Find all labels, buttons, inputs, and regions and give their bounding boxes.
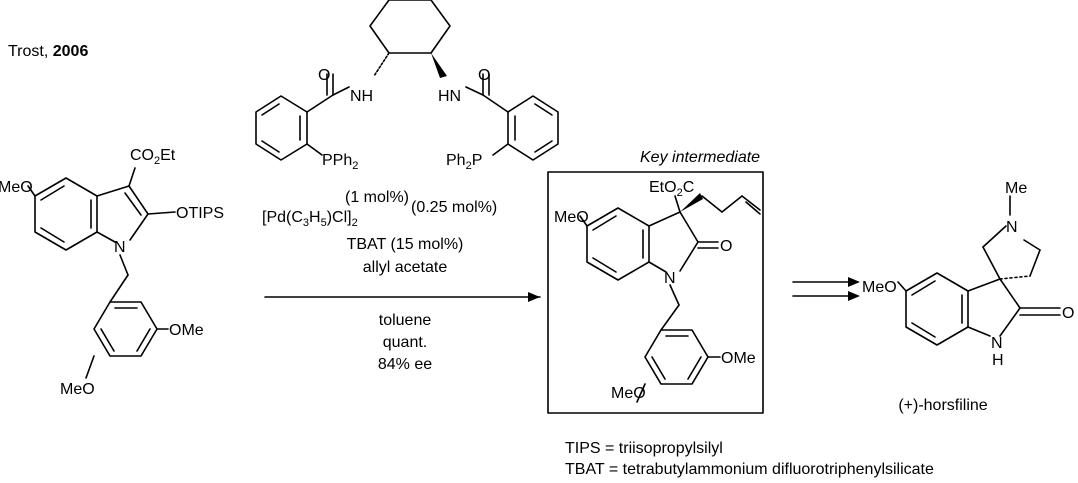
product-methoxy: MeO bbox=[862, 279, 897, 296]
solvent: toluene bbox=[379, 312, 432, 329]
ligand-carbonyl-right: O bbox=[478, 67, 490, 84]
allyl-acetate-reagent: allyl acetate bbox=[363, 259, 448, 276]
start-methoxy-top: MeO bbox=[0, 179, 33, 196]
ligand-loading: (1 mol%) bbox=[345, 189, 409, 206]
product-lactam-hydrogen: H bbox=[992, 352, 1004, 369]
intermediate-carbonyl-oxygen: O bbox=[720, 238, 732, 255]
start-methoxy-ring: OMe bbox=[169, 322, 204, 339]
yield: quant. bbox=[383, 334, 427, 351]
scheme-header: Trost, 2006 bbox=[8, 43, 88, 60]
intermediate-ester: EtO2C bbox=[649, 179, 694, 199]
start-ester: CO2Et bbox=[130, 147, 176, 167]
enantiomeric-excess: 84% ee bbox=[378, 356, 432, 373]
palladium-loading: (0.25 mol%) bbox=[411, 199, 497, 216]
intermediate-box bbox=[547, 171, 764, 414]
product-name: (+)-horsfiline bbox=[898, 397, 987, 414]
ligand-amide-right: HN bbox=[438, 88, 461, 105]
tbat-reagent: TBAT (15 mol%) bbox=[347, 236, 464, 253]
product-lactam-nitrogen: N bbox=[991, 335, 1003, 352]
trost-ligand: O O NH HN PPh2 Ph2P bbox=[255, 0, 559, 172]
product-carbonyl-oxygen: O bbox=[1062, 305, 1074, 322]
ligand-phosphine-right: Ph2P bbox=[446, 152, 482, 172]
product-methyl: Me bbox=[1005, 180, 1027, 197]
key-intermediate: Key intermediate EtO2C MeO O N OMe MeO bbox=[547, 149, 764, 414]
reaction-conditions: (1 mol%) (0.25 mol%) [Pd(C3H5)Cl]2 TBAT … bbox=[262, 189, 541, 373]
multistep-arrows bbox=[792, 277, 860, 301]
horsfiline-product: Me N MeO O N H (+)-horsfiline bbox=[862, 180, 1074, 414]
intermediate-methoxy-ring: OMe bbox=[721, 350, 756, 367]
start-nitrogen: N bbox=[114, 239, 126, 256]
ligand-carbonyl-left: O bbox=[318, 67, 330, 84]
footnote-tbat: TBAT = tetrabutylammonium difluorotriphe… bbox=[565, 461, 934, 478]
product-amine-nitrogen: N bbox=[1006, 219, 1018, 236]
intermediate-nitrogen: N bbox=[664, 270, 676, 287]
start-otips: OTIPS bbox=[176, 205, 224, 222]
start-methoxy-bottom: MeO bbox=[60, 381, 95, 398]
footnote-tips: TIPS = triisopropylsilyl bbox=[565, 440, 723, 457]
ligand-amide-left: NH bbox=[350, 88, 373, 105]
intermediate-label: Key intermediate bbox=[640, 149, 760, 166]
reaction-arrow-head bbox=[528, 292, 540, 302]
intermediate-methoxy-top: MeO bbox=[554, 209, 589, 226]
starting-indole: CO2Et MeO OTIPS N OMe MeO bbox=[0, 147, 224, 398]
palladium-catalyst: [Pd(C3H5)Cl]2 bbox=[262, 209, 358, 229]
intermediate-methoxy-bottom: MeO bbox=[611, 385, 646, 402]
ligand-phosphine-left: PPh2 bbox=[322, 152, 358, 172]
